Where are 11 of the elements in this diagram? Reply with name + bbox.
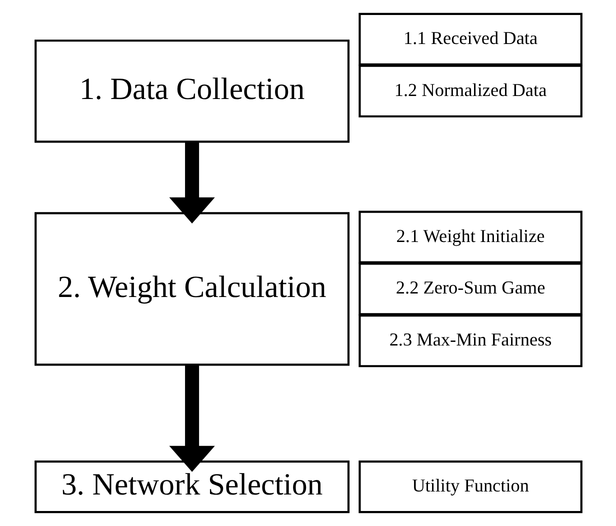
node-box: 2.1 Weight Initialize [358, 210, 582, 264]
node-box: 1. Data Collection [34, 40, 350, 143]
node-box: 1.2 Normalized Data [358, 64, 582, 118]
arrow [168, 365, 214, 472]
arrow [168, 142, 214, 224]
node-box: 1.1 Received Data [358, 12, 582, 66]
node-box: 2.3 Max-Min Fairness [358, 314, 582, 368]
node-box: Utility Function [358, 460, 582, 514]
node-box: 2. Weight Calculation [34, 212, 350, 366]
node-box: 2.2 Zero-Sum Game [358, 262, 582, 316]
node-box: 3. Network Selection [34, 460, 350, 514]
